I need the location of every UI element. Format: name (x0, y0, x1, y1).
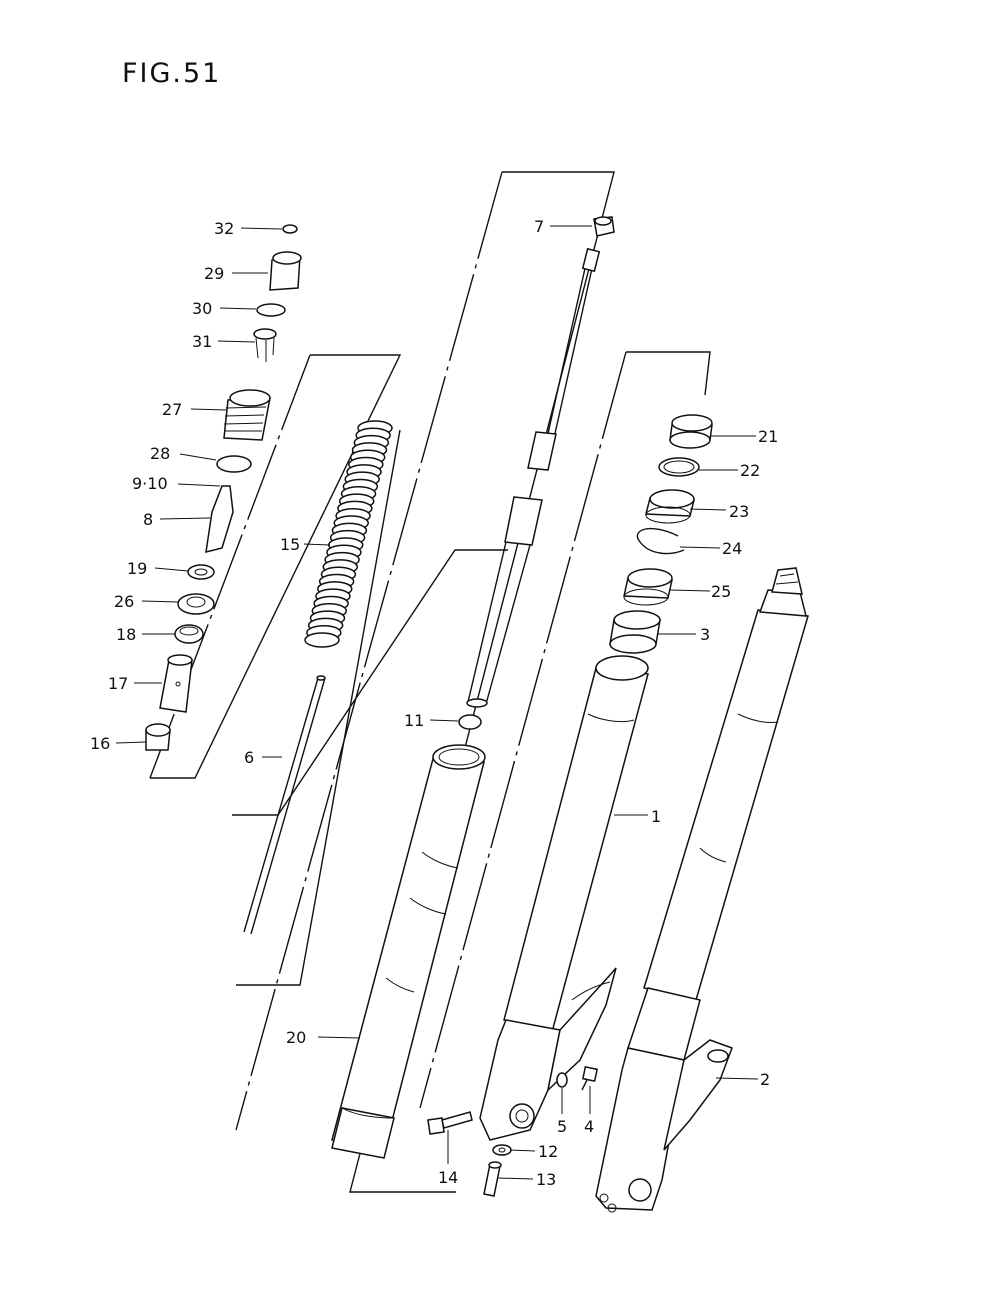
o-ring-part-5 (556, 1072, 568, 1088)
damper-rod (466, 247, 601, 708)
bolt-part-13 (483, 1161, 502, 1197)
callout-21: 21 (758, 427, 778, 446)
callout-15: 15 (280, 535, 300, 554)
nut-part-7 (593, 216, 615, 237)
callout-26: 26 (114, 592, 134, 611)
callout-25: 25 (711, 582, 731, 601)
callout-9-10: 9·10 (132, 474, 168, 493)
callout-20: 20 (286, 1028, 306, 1047)
spring-part-15 (304, 420, 393, 648)
callout-13: 13 (536, 1170, 556, 1189)
washer-part-19 (187, 564, 215, 580)
spacer-part-17 (159, 654, 193, 713)
figure-title: FIG.51 (122, 58, 222, 89)
callout-19: 19 (127, 559, 147, 578)
callout-28: 28 (150, 444, 170, 463)
callout-16: 16 (90, 734, 110, 753)
callout-6: 6 (244, 748, 254, 767)
bleed-screw-part-4 (581, 1065, 599, 1091)
o-ring-part-28 (216, 455, 252, 473)
washer-part-22 (658, 457, 700, 477)
clip-part-31 (253, 328, 277, 362)
rod-part-8 (205, 485, 234, 554)
bolt-part-14 (427, 1111, 473, 1135)
fork-assembly-part-2 (595, 567, 809, 1213)
dust-seal-part-25 (623, 568, 673, 606)
callout-27: 27 (162, 400, 182, 419)
bushing-part-21 (669, 414, 713, 449)
callout-18: 18 (116, 625, 136, 644)
callout-8: 8 (143, 510, 153, 529)
callout-24: 24 (722, 539, 742, 558)
callout-17: 17 (108, 674, 128, 693)
spring-coil (304, 632, 340, 648)
washer-part-12 (492, 1144, 512, 1156)
o-ring-part-32 (282, 224, 298, 234)
callout-32: 32 (214, 219, 234, 238)
oil-seal-part-23 (645, 489, 695, 524)
group-bracket-lines (149, 171, 711, 1193)
washer-part-30 (256, 303, 286, 317)
rod-part-6 (243, 675, 326, 935)
adjuster-part-29 (269, 251, 302, 291)
callout-3: 3 (700, 625, 710, 644)
seat-part-26 (177, 593, 215, 615)
inner-tube-part-1 (479, 655, 649, 1141)
circlip-part-24 (636, 527, 685, 555)
piston-part-11 (458, 714, 482, 730)
callout-12: 12 (538, 1142, 558, 1161)
callout-30: 30 (192, 299, 212, 318)
bushing-part-3 (609, 610, 661, 654)
cap-part-16 (145, 723, 171, 751)
callout-2: 2 (760, 1070, 770, 1089)
callout-23: 23 (729, 502, 749, 521)
callout-29: 29 (204, 264, 224, 283)
callout-31: 31 (192, 332, 212, 351)
callout-labels: 32 29 30 31 27 28 9·10 8 19 26 18 17 16 … (90, 217, 778, 1189)
callout-14: 14 (438, 1168, 458, 1187)
callout-4: 4 (584, 1117, 594, 1136)
seat-part-18 (174, 624, 204, 644)
callout-11: 11 (404, 711, 424, 730)
callout-7: 7 (534, 217, 544, 236)
callout-22: 22 (740, 461, 760, 480)
leader-lines (115, 225, 759, 1180)
callout-5: 5 (557, 1117, 567, 1136)
outer-tube-part-20 (331, 744, 486, 1159)
cap-bolt-part-27 (223, 389, 271, 441)
callout-1: 1 (651, 807, 661, 826)
